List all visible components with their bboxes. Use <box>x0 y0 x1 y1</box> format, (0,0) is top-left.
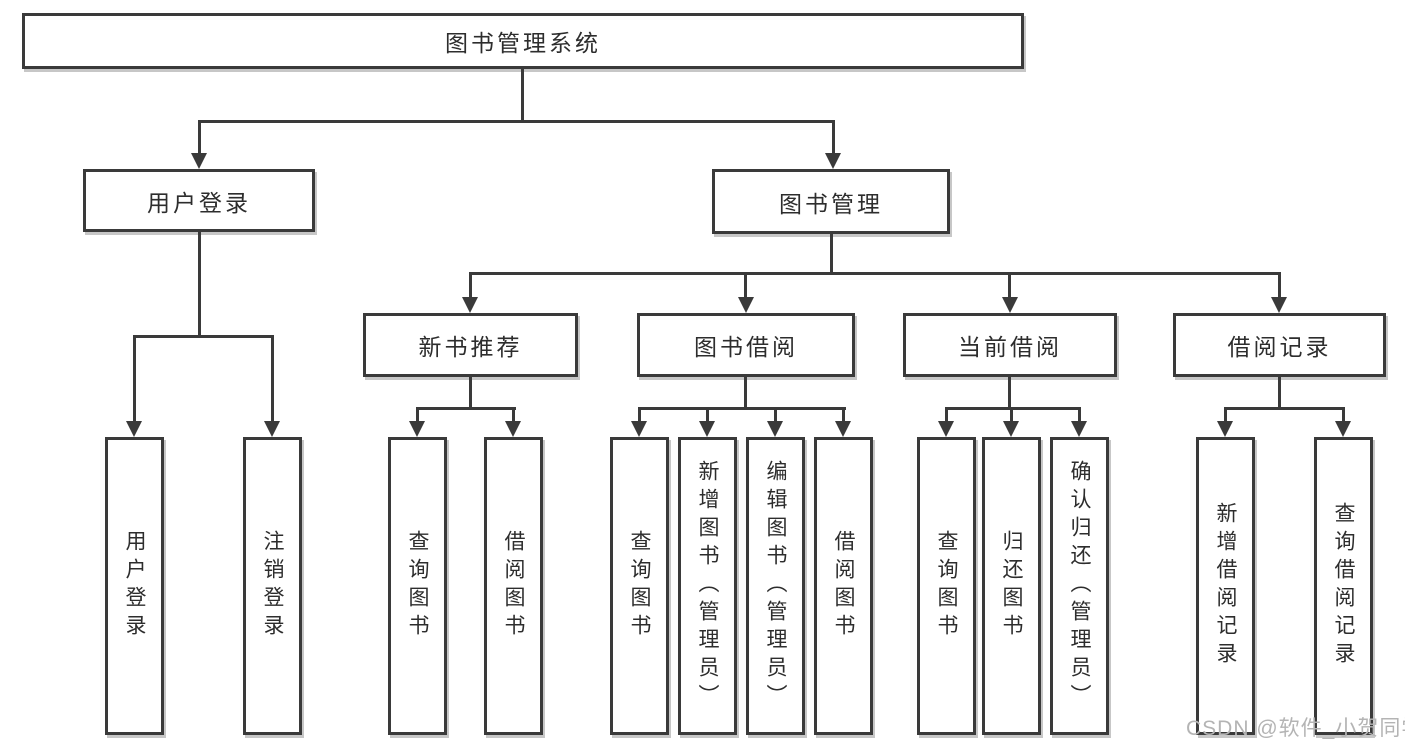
leaf-label: 借阅图书 <box>502 530 525 642</box>
node-label: 借阅记录 <box>1227 334 1332 360</box>
leaf-confirm-return-admin: 确认归还（管理员） <box>1050 437 1109 735</box>
connector-line <box>945 407 948 425</box>
node-label: 用户登录 <box>147 189 251 216</box>
leaf-label: 新增借阅记录 <box>1214 502 1237 670</box>
connector-line <box>638 407 641 425</box>
leaf-label: 查询图书 <box>935 530 958 642</box>
connector-line <box>1224 407 1227 425</box>
connector-line <box>1008 377 1011 407</box>
leaf-label: 确认归还（管理员） <box>1068 460 1091 712</box>
leaf-query-books-recommend: 查询图书 <box>388 437 447 735</box>
arrow-down-icon <box>505 421 521 437</box>
connector-line <box>271 335 274 424</box>
node-borrow-records: 借阅记录 <box>1173 313 1386 377</box>
node-book-management: 图书管理 <box>712 169 950 234</box>
connector-line <box>1078 407 1081 425</box>
connector-line <box>945 407 1081 410</box>
arrow-down-icon <box>1003 421 1019 437</box>
connector-line <box>1278 377 1281 407</box>
leaf-label: 注销登录 <box>261 530 284 642</box>
connector-line <box>416 407 419 425</box>
arrow-down-icon <box>409 421 425 437</box>
leaf-query-borrow-record: 查询借阅记录 <box>1314 437 1373 735</box>
arrow-down-icon <box>1002 297 1018 313</box>
leaf-label: 借阅图书 <box>832 530 855 642</box>
node-label: 图书管理系统 <box>445 30 601 56</box>
arrow-down-icon <box>462 297 478 313</box>
connector-line <box>512 407 515 425</box>
arrow-down-icon <box>1071 421 1087 437</box>
node-label: 新书推荐 <box>418 334 523 360</box>
arrow-down-icon <box>631 421 647 437</box>
arrow-down-icon <box>191 153 207 169</box>
node-book-borrow: 图书借阅 <box>637 313 855 377</box>
arrow-down-icon <box>1271 297 1287 313</box>
leaf-logout: 注销登录 <box>243 437 302 735</box>
connector-line <box>416 407 516 410</box>
leaf-add-borrow-record: 新增借阅记录 <box>1196 437 1255 735</box>
connector-line <box>133 335 136 424</box>
connector-line <box>198 120 835 123</box>
connector-line <box>1008 272 1011 300</box>
leaf-label: 查询图书 <box>628 530 651 642</box>
node-user-login: 用户登录 <box>83 169 315 232</box>
connector-line <box>198 232 201 335</box>
leaf-label: 查询借阅记录 <box>1332 502 1355 670</box>
leaf-user-login: 用户登录 <box>105 437 164 735</box>
csdn-watermark: CSDN @软件_小贺同学 <box>1186 717 1405 740</box>
leaf-edit-books-admin: 编辑图书（管理员） <box>746 437 805 735</box>
leaf-label: 编辑图书（管理员） <box>764 460 787 712</box>
connector-line <box>133 335 274 338</box>
leaf-add-books-admin: 新增图书（管理员） <box>678 437 737 735</box>
connector-line <box>706 407 709 425</box>
node-label: 图书借阅 <box>694 334 798 360</box>
connector-line <box>1010 407 1013 425</box>
connector-line <box>830 234 833 272</box>
arrow-down-icon <box>738 297 754 313</box>
connector-line <box>469 377 472 407</box>
arrow-down-icon <box>1217 421 1233 437</box>
connector-line <box>1224 407 1345 410</box>
connector-line <box>744 377 747 407</box>
node-label: 图书管理 <box>779 190 883 217</box>
leaf-label: 新增图书（管理员） <box>696 460 719 712</box>
arrow-down-icon <box>699 421 715 437</box>
connector-line <box>521 69 524 120</box>
connector-line <box>1278 272 1281 300</box>
leaf-query-books-current: 查询图书 <box>917 437 976 735</box>
arrow-down-icon <box>767 421 783 437</box>
leaf-borrow-books-recommend: 借阅图书 <box>484 437 543 735</box>
node-label: 当前借阅 <box>958 334 1062 360</box>
arrow-down-icon <box>825 153 841 169</box>
connector-line <box>469 272 1281 275</box>
leaf-label: 用户登录 <box>123 530 146 642</box>
leaf-label: 查询图书 <box>406 530 429 642</box>
connector-line <box>842 407 845 425</box>
node-current-borrow: 当前借阅 <box>903 313 1117 377</box>
connector-line <box>832 120 835 160</box>
connector-line <box>198 120 201 160</box>
leaf-return-books: 归还图书 <box>982 437 1041 735</box>
node-new-book-recommend: 新书推荐 <box>363 313 578 377</box>
connector-line <box>1342 407 1345 425</box>
node-book-management-system: 图书管理系统 <box>22 13 1024 69</box>
connector-line <box>744 272 747 300</box>
connector-line <box>469 272 472 300</box>
arrow-down-icon <box>264 421 280 437</box>
leaf-borrow-books: 借阅图书 <box>814 437 873 735</box>
connector-line <box>774 407 777 425</box>
arrow-down-icon <box>1335 421 1351 437</box>
leaf-query-books-borrow: 查询图书 <box>610 437 669 735</box>
connector-line <box>638 407 846 410</box>
leaf-label: 归还图书 <box>1000 530 1023 642</box>
arrow-down-icon <box>126 421 142 437</box>
arrow-down-icon <box>835 421 851 437</box>
arrow-down-icon <box>938 421 954 437</box>
